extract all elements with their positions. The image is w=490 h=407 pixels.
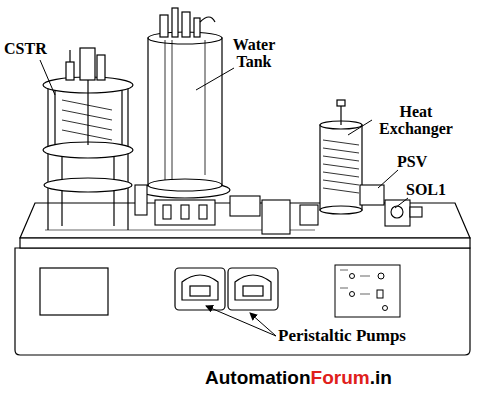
part-label: SOL1 <box>406 181 466 198</box>
water-tank <box>140 8 230 198</box>
part-label: PSV <box>397 153 447 170</box>
watermark-text: Forum <box>311 367 370 389</box>
control-panel <box>335 265 400 317</box>
part-label: CSTR <box>4 40 64 57</box>
watermark-text: .in <box>370 367 392 389</box>
part-label: Heat Exchanger <box>366 103 466 137</box>
part-label: Water Tank <box>228 36 280 70</box>
watermark-text: Automation <box>205 367 311 389</box>
heat-exchanger <box>320 100 362 214</box>
platform-fittings <box>135 185 422 234</box>
cstr-reactor <box>43 48 133 230</box>
part-label: Peristaltic Pumps <box>278 327 478 344</box>
peristaltic-pumps <box>175 268 278 310</box>
leader-lines <box>40 60 408 336</box>
watermark: AutomationForum.in <box>205 367 392 389</box>
